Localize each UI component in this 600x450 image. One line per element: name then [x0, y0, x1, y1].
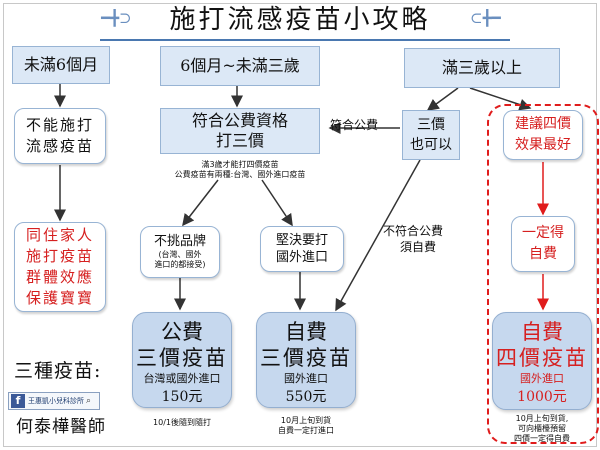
age-over-3y-label: 滿三歲以上	[441, 58, 522, 77]
vaccine-card-self-trivalent: 自費 三價疫苗 國外進口 550元	[256, 312, 356, 408]
public-eligible-line2: 打三價	[215, 131, 264, 150]
age-6m-to-3y-label: 6個月~未滿三歲	[180, 56, 300, 75]
arrow-to-any-brand	[182, 179, 219, 227]
public-tri-price: 150元	[161, 389, 203, 405]
self-tri-note: 10月上旬到貨 自費一定打進口	[256, 416, 356, 436]
public-tri-kind: 公費	[161, 320, 203, 344]
self-quad-price: 1000元	[517, 389, 567, 405]
doctor-name: 何泰樺醫師	[16, 417, 106, 437]
vaccine-card-self-quadrivalent: 自費 四價疫苗 國外進口 1000元	[492, 312, 592, 410]
any-brand-sub2: 進口的都接受)	[154, 260, 206, 269]
quadrivalent-recommend-zone	[487, 104, 599, 444]
age-under-6-months: 未滿6個月	[12, 46, 110, 84]
edge-label-self-pay: 須自費	[400, 240, 437, 254]
syringe-icon-left: ━╋⊃	[101, 9, 132, 27]
self-quad-note2: 可向櫃檯預留	[518, 424, 566, 433]
search-icon: ⌕	[86, 396, 92, 406]
public-tri-origin: 台灣或國外進口	[143, 372, 221, 385]
age-under-6-months-label: 未滿6個月	[23, 55, 99, 74]
page-frame	[3, 3, 597, 447]
page-title: 施打流感疫苗小攻略	[169, 5, 431, 35]
must-self-pay-line1: 一定得	[522, 225, 564, 241]
trivalent-ok-box: 三價 也可以	[402, 110, 460, 160]
any-brand-sub1: (台灣、國外	[158, 250, 202, 259]
edge-label-eligible: 符合公費	[330, 118, 379, 132]
self-tri-price: 550元	[285, 389, 327, 405]
self-tri-note1: 10月上旬到貨	[280, 416, 332, 425]
age-6m-to-3y: 6個月~未滿三歲	[160, 46, 320, 86]
family-advice-text: 同住家人施打疫苗群體效應保護寶寶	[25, 226, 94, 307]
vaccine-card-public-trivalent: 公費 三價疫苗 台灣或國外進口 150元	[132, 312, 232, 408]
self-quad-note3: 四價一定得自費	[514, 434, 570, 443]
age-over-3y: 滿三歲以上	[404, 48, 560, 88]
self-tri-note2: 自費一定打進口	[278, 426, 334, 435]
cannot-vaccinate-box: 不能施打流感疫苗	[14, 108, 106, 164]
must-self-pay-box: 一定得 自費	[511, 216, 575, 272]
any-brand-label: 不挑品牌	[153, 234, 206, 249]
trivalent-ok-line1: 三價	[417, 117, 445, 133]
cannot-vaccinate-text: 不能施打流感疫苗	[25, 116, 94, 155]
trivalent-ok-line2: 也可以	[410, 137, 452, 153]
public-tri-name: 三價疫苗	[136, 346, 228, 370]
any-brand-box: 不挑品牌 (台灣、國外 進口的都接受)	[140, 226, 220, 278]
must-self-pay-line2: 自費	[529, 246, 557, 262]
public-eligible-line1: 符合公費資格	[191, 111, 288, 130]
self-quad-kind: 自費	[521, 320, 563, 344]
self-quad-note: 10月上旬到貨, 可向櫃檯預留 四價一定得自費	[492, 414, 592, 444]
vaccines-heading: 三種疫苗:	[14, 360, 102, 382]
self-tri-name: 三價疫苗	[260, 346, 352, 370]
import-only-line2: 國外進口	[275, 250, 328, 265]
public-tri-note: 10/1後隨到隨打	[153, 418, 211, 427]
edge-label-not-eligible: 不符合公費	[383, 224, 444, 238]
self-quad-origin: 國外進口	[520, 372, 564, 385]
import-only-box: 堅決要打 國外進口	[260, 226, 344, 272]
import-only-line1: 堅決要打	[275, 233, 328, 248]
self-tri-origin: 國外進口	[284, 372, 328, 385]
public-eligible-box: 符合公費資格 打三價	[160, 108, 320, 154]
clinic-name: 王惠凱小兒科診所	[28, 397, 84, 405]
public-note: 滿3歲才能打四價疫苗 公費疫苗有兩種:台灣、國外進口疫苗	[160, 160, 320, 180]
recommend-quad-box: 建議四價 效果最好	[503, 110, 583, 160]
self-quad-note1: 10月上旬到貨,	[515, 414, 569, 423]
clinic-badge: f 王惠凱小兒科診所 ⌕	[8, 392, 100, 410]
arrow-not-eligible	[335, 159, 421, 312]
recommend-quad-line2: 效果最好	[515, 137, 571, 153]
facebook-icon: f	[11, 394, 25, 408]
arrow-to-import	[261, 179, 293, 227]
self-tri-kind: 自費	[285, 320, 327, 344]
family-advice-box: 同住家人施打疫苗群體效應保護寶寶	[14, 222, 106, 312]
title-underline	[100, 39, 510, 41]
self-quad-name: 四價疫苗	[496, 346, 588, 370]
public-note-line1: 滿3歲才能打四價疫苗	[201, 160, 279, 169]
public-note-line2: 公費疫苗有兩種:台灣、國外進口疫苗	[174, 170, 306, 179]
syringe-icon-right: ⊂╋━	[470, 9, 501, 27]
arrow-over3y-trivalent	[426, 87, 459, 111]
recommend-quad-line1: 建議四價	[515, 116, 571, 132]
